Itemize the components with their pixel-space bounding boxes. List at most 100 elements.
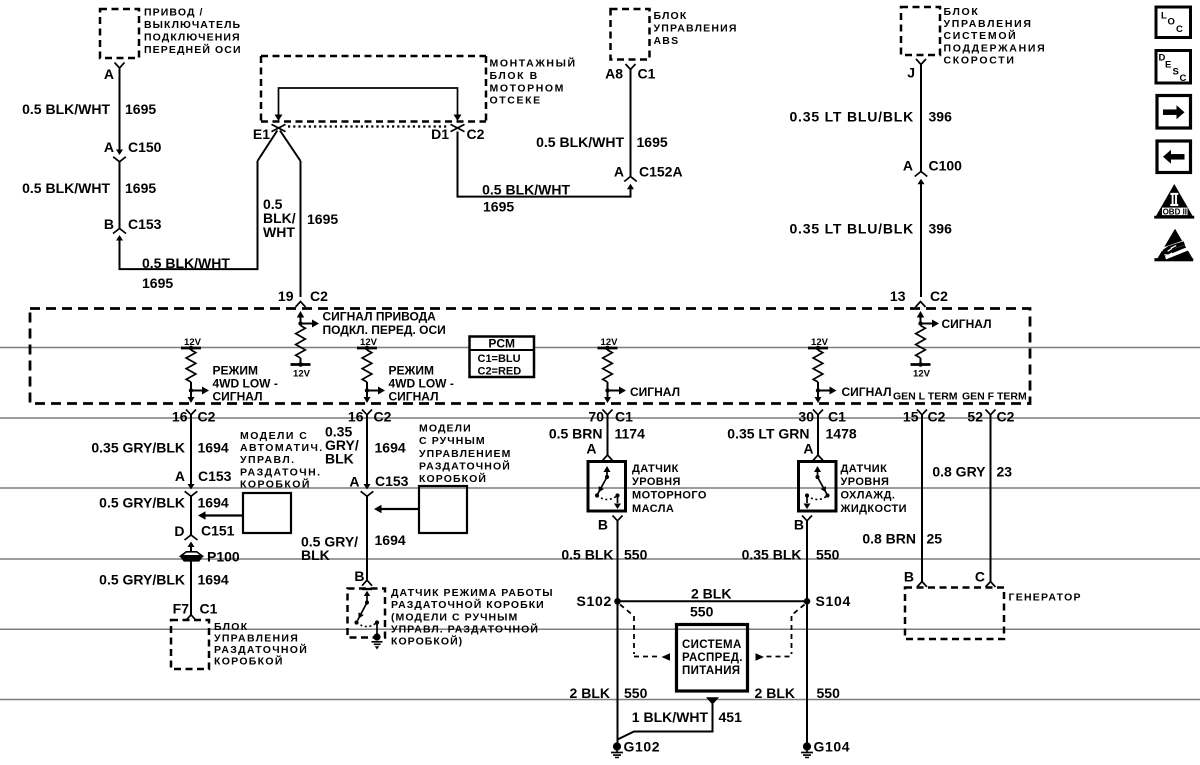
svg-text:ДАТЧИК: ДАТЧИК — [841, 463, 888, 475]
svg-text:PCM: PCM — [488, 337, 515, 351]
svg-text:1694: 1694 — [198, 495, 229, 511]
svg-text:C153: C153 — [198, 468, 232, 484]
svg-text:1695: 1695 — [483, 199, 514, 215]
svg-text:ПОДДЕРЖАНИЯ: ПОДДЕРЖАНИЯ — [944, 42, 1047, 54]
svg-text:УПРАВЛЕНИЕМ: УПРАВЛЕНИЕМ — [419, 448, 511, 460]
svg-text:КОРОБКОЙ: КОРОБКОЙ — [214, 654, 284, 667]
svg-text:19: 19 — [278, 288, 294, 304]
svg-text:0.35 LT BLU/BLK: 0.35 LT BLU/BLK — [789, 109, 914, 125]
svg-text:1694: 1694 — [198, 572, 229, 588]
svg-text:23: 23 — [997, 464, 1013, 480]
svg-text:15: 15 — [903, 409, 919, 425]
svg-text:0.5 GRY/BLK: 0.5 GRY/BLK — [99, 495, 185, 511]
svg-text:A: A — [104, 66, 114, 82]
svg-text:0.35: 0.35 — [325, 424, 352, 440]
svg-text:РЕЖИМ: РЕЖИМ — [389, 364, 434, 378]
svg-text:КОРОБКОЙ): КОРОБКОЙ) — [391, 635, 463, 648]
svg-text:0.5 BLK/WHT: 0.5 BLK/WHT — [482, 182, 570, 198]
svg-text:1694: 1694 — [375, 532, 406, 548]
svg-text:0.5 BLK: 0.5 BLK — [561, 547, 613, 563]
svg-text:СИГНАЛ: СИГНАЛ — [213, 390, 263, 404]
svg-text:D: D — [1159, 53, 1166, 64]
svg-text:ПИТАНИЯ: ПИТАНИЯ — [682, 665, 740, 677]
svg-text:ДАТЧИК РЕЖИМА РАБОТЫ: ДАТЧИК РЕЖИМА РАБОТЫ — [391, 587, 554, 599]
svg-text:BLK/: BLK/ — [263, 210, 296, 226]
svg-text:A: A — [349, 474, 359, 490]
svg-text:ЖИДКОСТИ: ЖИДКОСТИ — [840, 503, 907, 515]
svg-text:2 BLK: 2 BLK — [570, 685, 610, 701]
svg-text:РЕЖИМ: РЕЖИМ — [213, 364, 258, 378]
svg-text:E1: E1 — [253, 126, 270, 142]
svg-text:A: A — [903, 158, 913, 174]
svg-text:0.5: 0.5 — [263, 196, 283, 212]
svg-text:МОДЕЛИ: МОДЕЛИ — [419, 422, 472, 434]
svg-text:C2=RED: C2=RED — [478, 365, 522, 377]
svg-text:УПРАВЛЕНИЯ: УПРАВЛЕНИЯ — [654, 23, 738, 35]
svg-text:B: B — [354, 568, 364, 584]
svg-text:МАСЛА: МАСЛА — [632, 503, 674, 515]
svg-text:C2: C2 — [198, 409, 216, 425]
svg-text:451: 451 — [719, 709, 743, 725]
svg-text:550: 550 — [816, 547, 840, 563]
svg-text:F7: F7 — [173, 601, 190, 617]
svg-text:550: 550 — [624, 685, 648, 701]
svg-text:СИГНАЛ: СИГНАЛ — [630, 385, 680, 399]
svg-text:S102: S102 — [577, 593, 613, 609]
svg-text:1695: 1695 — [125, 180, 156, 196]
svg-text:1 BLK/WHT: 1 BLK/WHT — [632, 709, 709, 725]
svg-text:1695: 1695 — [142, 275, 173, 291]
svg-text:GEN L TERM: GEN L TERM — [893, 391, 958, 403]
svg-text:РАЗДАТОЧНОЙ КОРОБКИ: РАЗДАТОЧНОЙ КОРОБКИ — [391, 598, 545, 611]
svg-text:0.35 LT BLU/BLK: 0.35 LT BLU/BLK — [789, 221, 914, 237]
svg-text:G104: G104 — [814, 739, 851, 755]
svg-text:C153: C153 — [375, 473, 409, 489]
svg-text:АВТОМАТИЧ.: АВТОМАТИЧ. — [240, 442, 324, 454]
svg-text:1694: 1694 — [375, 440, 406, 456]
svg-text:СИГНАЛ: СИГНАЛ — [942, 317, 992, 331]
svg-text:ОХЛАЖД.: ОХЛАЖД. — [841, 490, 896, 502]
svg-text:4WD LOW -: 4WD LOW - — [389, 377, 454, 391]
svg-text:12V: 12V — [360, 337, 378, 348]
svg-text:A: A — [175, 468, 185, 484]
svg-text:ПОДКЛЮЧЕНИЯ: ПОДКЛЮЧЕНИЯ — [144, 32, 241, 44]
svg-text:C1: C1 — [638, 66, 656, 82]
svg-text:GEN F TERM: GEN F TERM — [962, 391, 1027, 403]
svg-text:12V: 12V — [184, 337, 202, 348]
svg-text:C2: C2 — [374, 409, 392, 425]
svg-text:S104: S104 — [816, 593, 852, 609]
svg-text:УПРАВЛ.: УПРАВЛ. — [240, 454, 296, 466]
svg-text:0.35 LT GRN: 0.35 LT GRN — [727, 426, 809, 442]
svg-text:1174: 1174 — [615, 426, 646, 442]
svg-text:12V: 12V — [913, 369, 931, 380]
svg-text:МОДЕЛИ С: МОДЕЛИ С — [240, 430, 308, 442]
svg-text:БЛОК: БЛОК — [214, 621, 248, 633]
svg-text:C151: C151 — [201, 523, 235, 539]
svg-text:1695: 1695 — [125, 101, 156, 117]
svg-text:52: 52 — [967, 409, 983, 425]
svg-text:1695: 1695 — [307, 211, 338, 227]
svg-text:C1: C1 — [200, 601, 218, 617]
svg-text:ОТСЕКЕ: ОТСЕКЕ — [490, 95, 542, 107]
svg-text:70: 70 — [588, 409, 604, 425]
svg-text:E: E — [1165, 60, 1171, 71]
svg-text:ГЕНЕРАТОР: ГЕНЕРАТОР — [1009, 592, 1082, 604]
svg-text:550: 550 — [690, 604, 714, 620]
svg-text:0.5 BLK/WHT: 0.5 BLK/WHT — [536, 134, 624, 150]
svg-text:A: A — [586, 441, 596, 457]
svg-text:МОНТАЖНЫЙ: МОНТАЖНЫЙ — [490, 57, 577, 70]
svg-text:A: A — [614, 164, 624, 180]
svg-text:2 BLK: 2 BLK — [755, 685, 795, 701]
svg-text:C152A: C152A — [639, 164, 683, 180]
svg-text:КОРОБКОЙ: КОРОБКОЙ — [240, 478, 311, 491]
svg-text:B: B — [904, 569, 914, 585]
svg-text:0.5 BLK/WHT: 0.5 BLK/WHT — [22, 101, 110, 117]
svg-text:WHT: WHT — [263, 224, 295, 240]
svg-text:25: 25 — [927, 531, 943, 547]
svg-text:C2: C2 — [467, 126, 485, 142]
svg-text:УРОВНЯ: УРОВНЯ — [841, 476, 890, 488]
svg-text:1694: 1694 — [198, 440, 229, 456]
svg-text:РАЗДАТОЧНОЙ: РАЗДАТОЧНОЙ — [419, 460, 511, 473]
svg-text:4WD LOW -: 4WD LOW - — [213, 377, 278, 391]
svg-text:0.35 BLK: 0.35 BLK — [742, 547, 802, 563]
svg-text:A: A — [104, 139, 114, 155]
